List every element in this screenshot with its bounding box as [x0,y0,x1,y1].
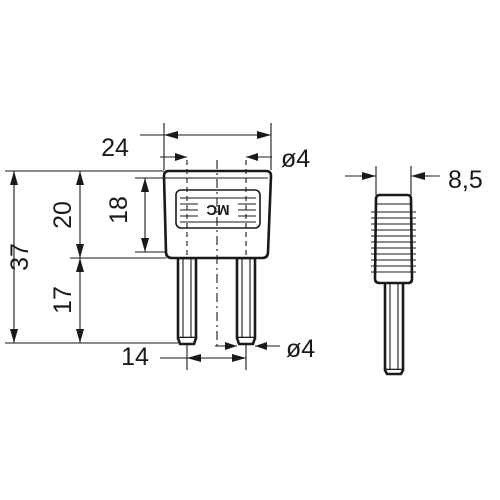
side-view [371,193,416,376]
dim-side-width: 8,5 [345,166,483,195]
dim-label-18: 18 [105,196,133,224]
dim-pin-spacing-14: 14 [121,343,247,371]
dim-label-17: 17 [49,286,77,314]
front-view: MC [162,160,273,350]
dim-total-height-37: 37 [6,171,34,343]
dim-label-pin-dia-bottom: ø4 [286,335,315,363]
dim-width-24: 24 [101,123,272,170]
dim-label-pin-dia-top: ø4 [281,145,310,173]
dim-pin-dia-bottom: ø4 [215,335,315,363]
dim-body-height-20: 20 [49,171,84,258]
side-body [373,193,414,285]
dim-inner-height-18: 18 [105,177,168,253]
dim-label-20: 20 [49,201,77,229]
dim-pin-dia-top: ø4 [160,145,310,173]
mc-logo-text: MC [206,201,229,218]
side-grip-ribs [371,211,416,273]
front-right-pin [235,256,257,346]
dim-label-side-width: 8,5 [448,166,483,194]
dim-label-14: 14 [121,343,149,371]
dim-label-24: 24 [101,134,129,162]
mc-logo-plate: MC [175,189,261,229]
dim-label-37: 37 [6,243,34,271]
front-left-pin [176,256,198,346]
dim-pin-length-17: 17 [49,258,84,343]
